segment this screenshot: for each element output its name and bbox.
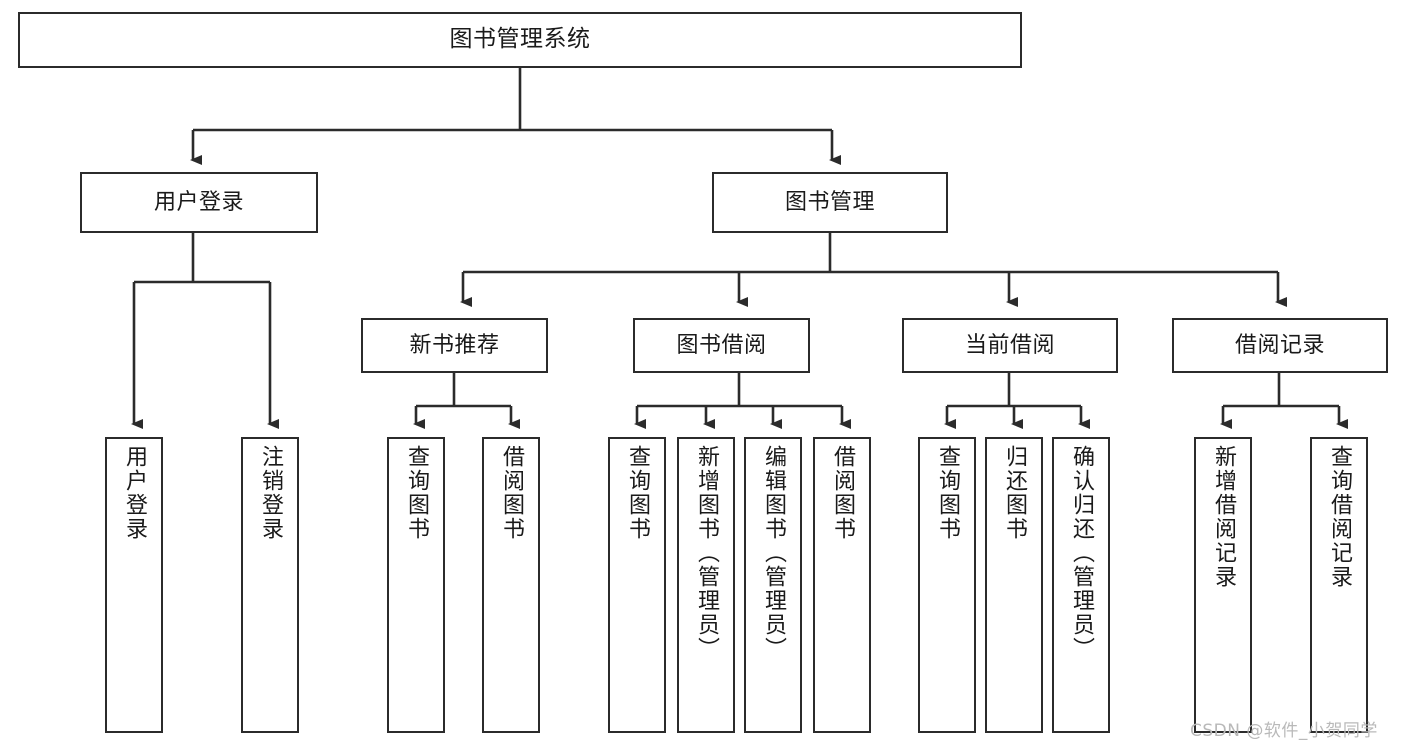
node-label: 用户登录 bbox=[122, 445, 147, 541]
leaf-query-books-recommend[interactable]: 查询图书 bbox=[387, 437, 445, 733]
node-label: 查询图书 bbox=[935, 445, 960, 541]
node-label: 新书推荐 bbox=[409, 332, 500, 358]
leaf-query-books-current[interactable]: 查询图书 bbox=[918, 437, 976, 733]
node-label: 注销登录 bbox=[258, 445, 283, 541]
node-label: 新增借阅记录 bbox=[1211, 445, 1236, 589]
node-book-borrow[interactable]: 图书借阅 bbox=[633, 318, 810, 373]
node-label: 查询图书 bbox=[404, 445, 429, 541]
node-current-borrow[interactable]: 当前借阅 bbox=[902, 318, 1118, 373]
node-label: 借阅图书 bbox=[830, 445, 855, 541]
leaf-add-borrow-record[interactable]: 新增借阅记录 bbox=[1194, 437, 1252, 733]
node-label: 图书借阅 bbox=[676, 332, 767, 358]
csdn-watermark: CSDN @软件_小贺同学 bbox=[1190, 721, 1378, 741]
leaf-logout[interactable]: 注销登录 bbox=[241, 437, 299, 733]
node-borrow-records[interactable]: 借阅记录 bbox=[1172, 318, 1388, 373]
leaf-add-book-admin[interactable]: 新增图书（管理员） bbox=[677, 437, 735, 733]
leaf-query-books-borrow[interactable]: 查询图书 bbox=[608, 437, 666, 733]
node-label: 确认归还（管理员） bbox=[1069, 445, 1094, 661]
leaf-borrow-books-recommend[interactable]: 借阅图书 bbox=[482, 437, 540, 733]
leaf-query-borrow-record[interactable]: 查询借阅记录 bbox=[1310, 437, 1368, 733]
leaf-edit-book-admin[interactable]: 编辑图书（管理员） bbox=[744, 437, 802, 733]
node-label: 查询借阅记录 bbox=[1327, 445, 1352, 589]
node-label: 图书管理系统 bbox=[449, 26, 591, 53]
node-label: 用户登录 bbox=[153, 189, 244, 215]
node-label: 查询图书 bbox=[625, 445, 650, 541]
node-label: 新增图书（管理员） bbox=[694, 445, 719, 661]
leaf-user-login[interactable]: 用户登录 bbox=[105, 437, 163, 733]
leaf-return-books[interactable]: 归还图书 bbox=[985, 437, 1043, 733]
leaf-borrow-books[interactable]: 借阅图书 bbox=[813, 437, 871, 733]
node-label: 编辑图书（管理员） bbox=[761, 445, 786, 661]
node-label: 归还图书 bbox=[1002, 445, 1027, 541]
node-label: 当前借阅 bbox=[964, 332, 1055, 358]
node-label: 借阅图书 bbox=[499, 445, 524, 541]
node-label: 图书管理 bbox=[784, 189, 875, 215]
node-new-book-recommend[interactable]: 新书推荐 bbox=[361, 318, 548, 373]
node-label: 借阅记录 bbox=[1234, 332, 1325, 358]
node-book-management[interactable]: 图书管理 bbox=[712, 172, 948, 233]
node-root-system[interactable]: 图书管理系统 bbox=[18, 12, 1022, 68]
node-user-login[interactable]: 用户登录 bbox=[80, 172, 318, 233]
leaf-confirm-return-admin[interactable]: 确认归还（管理员） bbox=[1052, 437, 1110, 733]
